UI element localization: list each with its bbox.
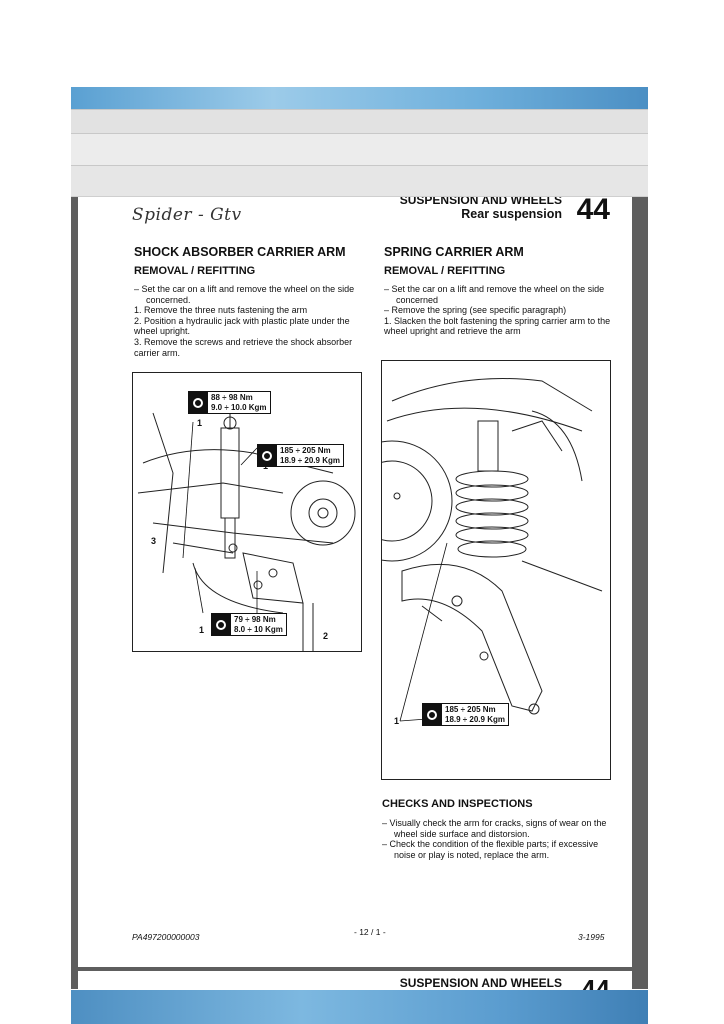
torque-wrench-icon xyxy=(212,614,230,635)
callout-label: 1 xyxy=(263,461,269,471)
left-step: 2. Position a hydraulic jack with plasti… xyxy=(134,315,350,337)
left-steps: – Set the car on a lift and remove the w… xyxy=(134,284,362,358)
right-subtitle: REMOVAL / REFITTING xyxy=(384,265,506,277)
viewer-title-bar xyxy=(71,87,648,109)
torque-wrench-icon xyxy=(258,445,276,466)
section-number: 44 xyxy=(576,197,610,226)
left-step: – Set the car on a lift and remove the w… xyxy=(134,284,355,305)
left-step: 1. Remove the three nuts fastening the a… xyxy=(134,305,308,316)
viewer-toolbar-3 xyxy=(71,165,648,197)
viewer-toolbar-2 xyxy=(71,133,648,165)
subsection-title: Rear suspension xyxy=(461,207,562,221)
manual-page: Spider - Gtv SUSPENSION AND WHEELS Rear … xyxy=(78,197,632,967)
checks-title: CHECKS AND INSPECTIONS xyxy=(382,798,533,810)
torque-nm: 185 ÷ 205 Nm xyxy=(280,446,331,455)
revision-date: 3-1995 xyxy=(578,932,605,942)
torque-kgm: 18.9 ÷ 20.9 Kgm xyxy=(280,455,340,465)
shock-absorber-drawing xyxy=(137,412,356,651)
checks-list: – Visually check the arm for cracks, sig… xyxy=(382,818,612,860)
callout-label: 1 xyxy=(199,625,205,635)
page-number: - 12 / 1 - xyxy=(354,927,386,937)
callout-label: 1 xyxy=(197,418,203,428)
left-title: SHOCK ABSORBER CARRIER ARM xyxy=(134,245,346,259)
left-subtitle: REMOVAL / REFITTING xyxy=(134,265,256,277)
right-title: SPRING CARRIER ARM xyxy=(384,245,524,259)
torque-wrench-icon xyxy=(423,704,441,725)
torque-kgm: 9.0 ÷ 10.0 Kgm xyxy=(211,402,267,412)
brand-logo: Spider - Gtv xyxy=(132,205,242,225)
viewer-bottom-bar xyxy=(71,990,648,1024)
next-section-number: 44 xyxy=(581,974,610,991)
right-step: 1. Slacken the bolt fastening the spring… xyxy=(384,315,611,337)
left-step: 3. Remove the screws and retrieve the sh… xyxy=(134,336,353,358)
document-code: PA497200000003 xyxy=(132,932,200,942)
check-item: – Visually check the arm for cracks, sig… xyxy=(382,818,607,839)
right-steps: – Set the car on a lift and remove the w… xyxy=(384,284,614,337)
right-step: – Set the car on a lift and remove the w… xyxy=(384,284,605,305)
torque-nm: 88 ÷ 98 Nm xyxy=(211,393,253,402)
torque-nm: 79 ÷ 98 Nm xyxy=(234,615,276,624)
torque-wrench-icon xyxy=(189,392,207,413)
callout-label: 1 xyxy=(394,716,400,726)
next-manual-page: SUSPENSION AND WHEELS 44 xyxy=(78,971,632,991)
callout-label: 2 xyxy=(323,631,329,641)
viewer-toolbar-1 xyxy=(71,109,648,133)
torque-nm: 185 ÷ 205 Nm xyxy=(445,705,496,714)
section-title: SUSPENSION AND WHEELS xyxy=(399,197,562,207)
torque-kgm: 18.9 ÷ 20.9 Kgm xyxy=(445,714,505,724)
right-step: – Remove the spring (see specific paragr… xyxy=(384,305,567,316)
torque-kgm: 8.0 ÷ 10 Kgm xyxy=(234,624,283,634)
check-item: – Check the condition of the flexible pa… xyxy=(382,839,599,860)
callout-label: 3 xyxy=(151,536,157,546)
next-section-title: SUSPENSION AND WHEELS xyxy=(399,976,562,990)
